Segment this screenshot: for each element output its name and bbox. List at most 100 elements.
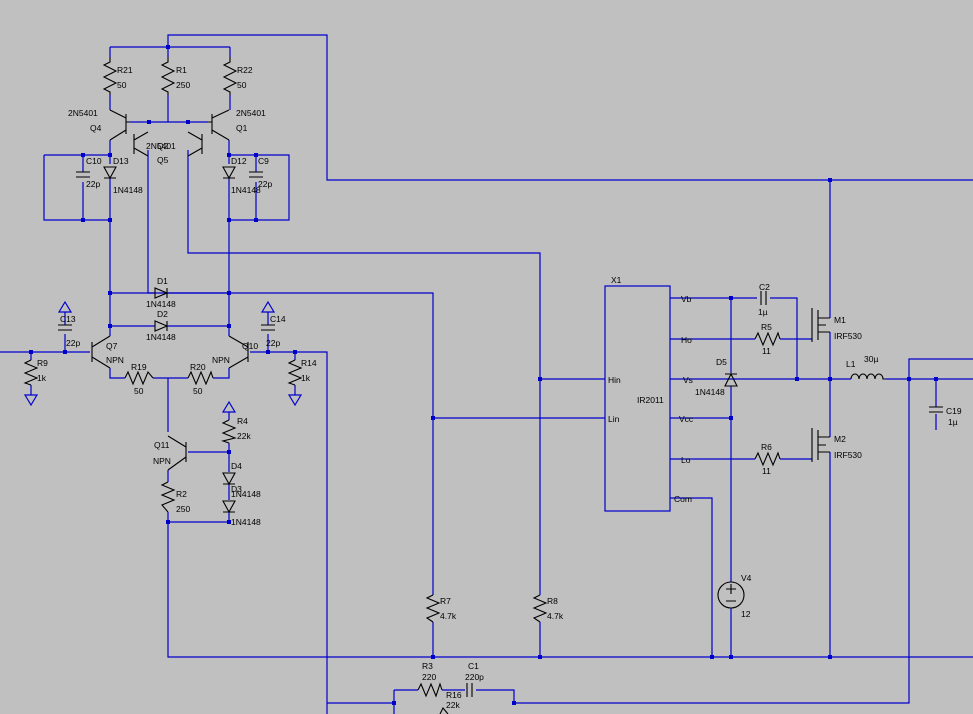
label-D2: D2 — [157, 309, 168, 319]
diode-D12 — [222, 166, 236, 180]
label-R2: R2 — [176, 489, 187, 499]
label-R2-value: 250 — [176, 504, 190, 514]
label-M2-model: IRF530 — [834, 450, 862, 460]
label-R3: R3 — [422, 661, 433, 671]
label-R5-value: 11 — [762, 346, 771, 356]
mosfet-M2 — [811, 428, 830, 462]
label-D3-model: 1N4148 — [231, 517, 261, 527]
label-X1: X1 — [611, 275, 622, 285]
label-Q4-model: 2N5401 — [68, 108, 98, 118]
diode-D4 — [222, 472, 236, 486]
label-C10-value: 22p — [86, 179, 100, 189]
label-R22: R22 — [237, 65, 253, 75]
resistors — [23, 57, 781, 714]
capacitor-C13 — [58, 324, 72, 331]
voltage-source-V4 — [717, 581, 745, 609]
label-R8: R8 — [547, 596, 558, 606]
label-D13-model: 1N4148 — [113, 185, 143, 195]
label-R21: R21 — [117, 65, 133, 75]
label-Q4: Q4 — [90, 123, 102, 133]
diode-D13 — [103, 166, 117, 180]
label-R16: R16 — [446, 690, 462, 700]
resistor-R3 — [417, 682, 443, 698]
label-C19-value: 1µ — [948, 417, 958, 427]
ground-icon — [221, 400, 237, 413]
mosfet-M1 — [811, 308, 830, 342]
label-R20: R20 — [190, 362, 206, 372]
label-Q10: Q10 — [242, 341, 258, 351]
label-D12: D12 — [231, 156, 247, 166]
resistor-R7 — [425, 594, 441, 623]
label-Q7-model: NPN — [106, 355, 124, 365]
label-R5: R5 — [761, 322, 772, 332]
resistor-R9 — [23, 359, 39, 386]
capacitor-C2 — [760, 291, 767, 305]
resistor-R16 — [439, 707, 449, 714]
label-M2: M2 — [834, 434, 846, 444]
label-C14: C14 — [270, 314, 286, 324]
label-C10: C10 — [86, 156, 102, 166]
pin-Lo: Lo — [681, 455, 691, 465]
label-R22-value: 50 — [237, 80, 247, 90]
capacitor-C19 — [929, 406, 943, 413]
wires — [0, 34, 973, 714]
label-Q7: Q7 — [106, 341, 118, 351]
label-R20-value: 50 — [193, 386, 203, 396]
transistor-Q2 — [133, 131, 149, 157]
label-C9-value: 22p — [258, 179, 272, 189]
label-C1: C1 — [468, 661, 479, 671]
label-R16-value: 22k — [446, 700, 460, 710]
resistor-R21 — [102, 57, 118, 95]
capacitor-C10 — [76, 171, 90, 178]
label-D13: D13 — [113, 156, 129, 166]
label-L1: L1 — [846, 359, 856, 369]
label-M1: M1 — [834, 315, 846, 325]
label-IR2011: IR2011 — [637, 395, 664, 405]
ground-icon — [287, 394, 303, 407]
label-D4: D4 — [231, 461, 242, 471]
label-C13-value: 22p — [66, 338, 80, 348]
mosfets — [811, 308, 830, 462]
resistor-R2 — [160, 481, 176, 513]
ground-icon — [260, 300, 276, 313]
label-Q10-model: NPN — [212, 355, 230, 365]
label-Q1: Q1 — [236, 123, 248, 133]
pin-Vcc: Vcc — [679, 414, 694, 424]
pin-Vb: Vb — [681, 294, 692, 304]
pin-Ho: Ho — [681, 335, 692, 345]
label-R4-value: 22k — [237, 431, 251, 441]
label-D1: D1 — [157, 276, 168, 286]
label-Q1-model: 2N5401 — [236, 108, 266, 118]
label-D12-model: 1N4148 — [231, 185, 261, 195]
resistor-R6 — [754, 451, 781, 467]
label-C19: C19 — [946, 406, 962, 416]
transistor-Q10 — [228, 335, 249, 369]
capacitor-C9 — [249, 171, 263, 178]
resistor-R20 — [187, 370, 214, 386]
transistor-Q1 — [208, 109, 230, 141]
labels: R21 50 R1 250 R22 50 2N5401 Q4 2N5401 Q1… — [37, 65, 962, 710]
bjt-transistors — [91, 109, 249, 471]
label-D2-model: 1N4148 — [146, 332, 176, 342]
label-M1-model: IRF530 — [834, 331, 862, 341]
label-R1-value: 250 — [176, 80, 190, 90]
label-D5-model: 1N4148 — [695, 387, 725, 397]
label-R21-value: 50 — [117, 80, 127, 90]
label-R19: R19 — [131, 362, 147, 372]
diode-D5 — [724, 372, 738, 387]
ground-icon — [23, 394, 39, 407]
junctions — [29, 45, 938, 705]
label-R8-value: 4.7k — [547, 611, 564, 621]
diode-D1 — [154, 287, 169, 299]
label-R6-value: 11 — [762, 466, 771, 476]
ic-X1-body — [604, 285, 671, 512]
label-R7-value: 4.7k — [440, 611, 457, 621]
label-Q2: Q2 — [157, 141, 169, 151]
label-R3-value: 220 — [422, 672, 436, 682]
label-R9-value: 1k — [37, 373, 47, 383]
label-C13: C13 — [60, 314, 76, 324]
label-C1-value: 220p — [465, 672, 484, 682]
resistor-R4 — [221, 419, 237, 444]
label-R4: R4 — [237, 416, 248, 426]
transistor-Q4 — [109, 109, 130, 141]
